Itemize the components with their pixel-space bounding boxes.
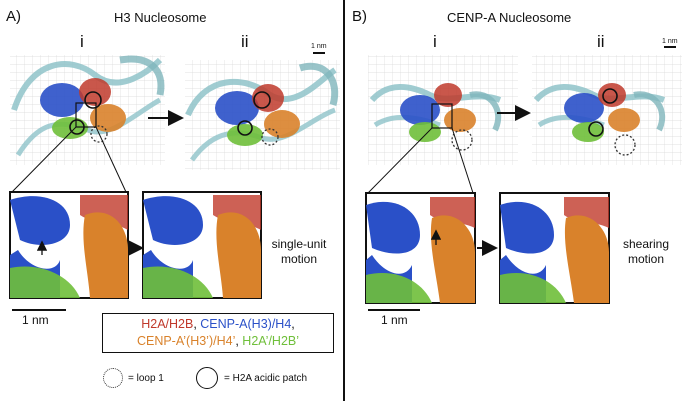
acidic-patch-symbol [196,367,218,389]
panel-a-scalebar-small [313,52,325,54]
panel-a-scalebar-small-label: 1 nm [311,43,327,50]
legend-h2a-prime-h2b-prime: H2A’/H2B’ [242,334,300,348]
panel-b-zoom-i [365,192,476,304]
loop1-symbol [103,368,123,388]
panel-b-scalebar-large-label: 1 nm [381,313,408,327]
panel-b-letter: B) [352,8,367,25]
legend-cenpa-h4: CENP-A(H3)/H4 [200,317,292,331]
loop1-key-label: = loop 1 [128,373,164,384]
panel-b-zoom-ii [499,192,610,304]
acidic-patch-key-label: = H2A acidic patch [224,373,308,384]
legend-sep: , [235,334,243,348]
legend-line-2: CENP-A’(H3’)/H4’, H2A’/H2B’ [103,333,333,350]
color-legend: H2A/H2B, CENP-A(H3)/H4, CENP-A’(H3’)/H4’… [102,313,334,353]
legend-line-1: H2A/H2B, CENP-A(H3)/H4, [103,316,333,333]
legend-h2a-h2b: H2A/H2B [141,317,194,331]
panel-b-state-ii: ii [597,32,605,51]
panel-a-structure-i [10,55,165,165]
panel-b-scalebar-small [664,46,676,48]
panel-a-title: H3 Nucleosome [114,10,207,25]
panel-a-letter: A) [6,8,21,25]
panel-b-scalebar-small-label: 1 nm [662,38,678,45]
legend-sep: , [193,317,201,331]
panel-b-structure-ii [532,55,682,165]
legend-sep: , [291,317,295,331]
panel-b-state-i: i [433,32,437,51]
panel-b-structure-i [368,55,518,165]
panel-a-scalebar-large-label: 1 nm [22,313,49,327]
panel-b-title: CENP-A Nucleosome [447,10,572,25]
panel-a-state-i: i [80,32,84,51]
panel-divider [343,0,345,401]
panel-a-zoom-i [9,191,129,299]
legend-cenpa-prime-h4-prime: CENP-A’(H3’)/H4’ [136,334,236,348]
panel-a-structure-ii [185,60,340,170]
panel-a-zoom-ii [142,191,262,299]
panel-a-state-ii: ii [241,32,249,51]
